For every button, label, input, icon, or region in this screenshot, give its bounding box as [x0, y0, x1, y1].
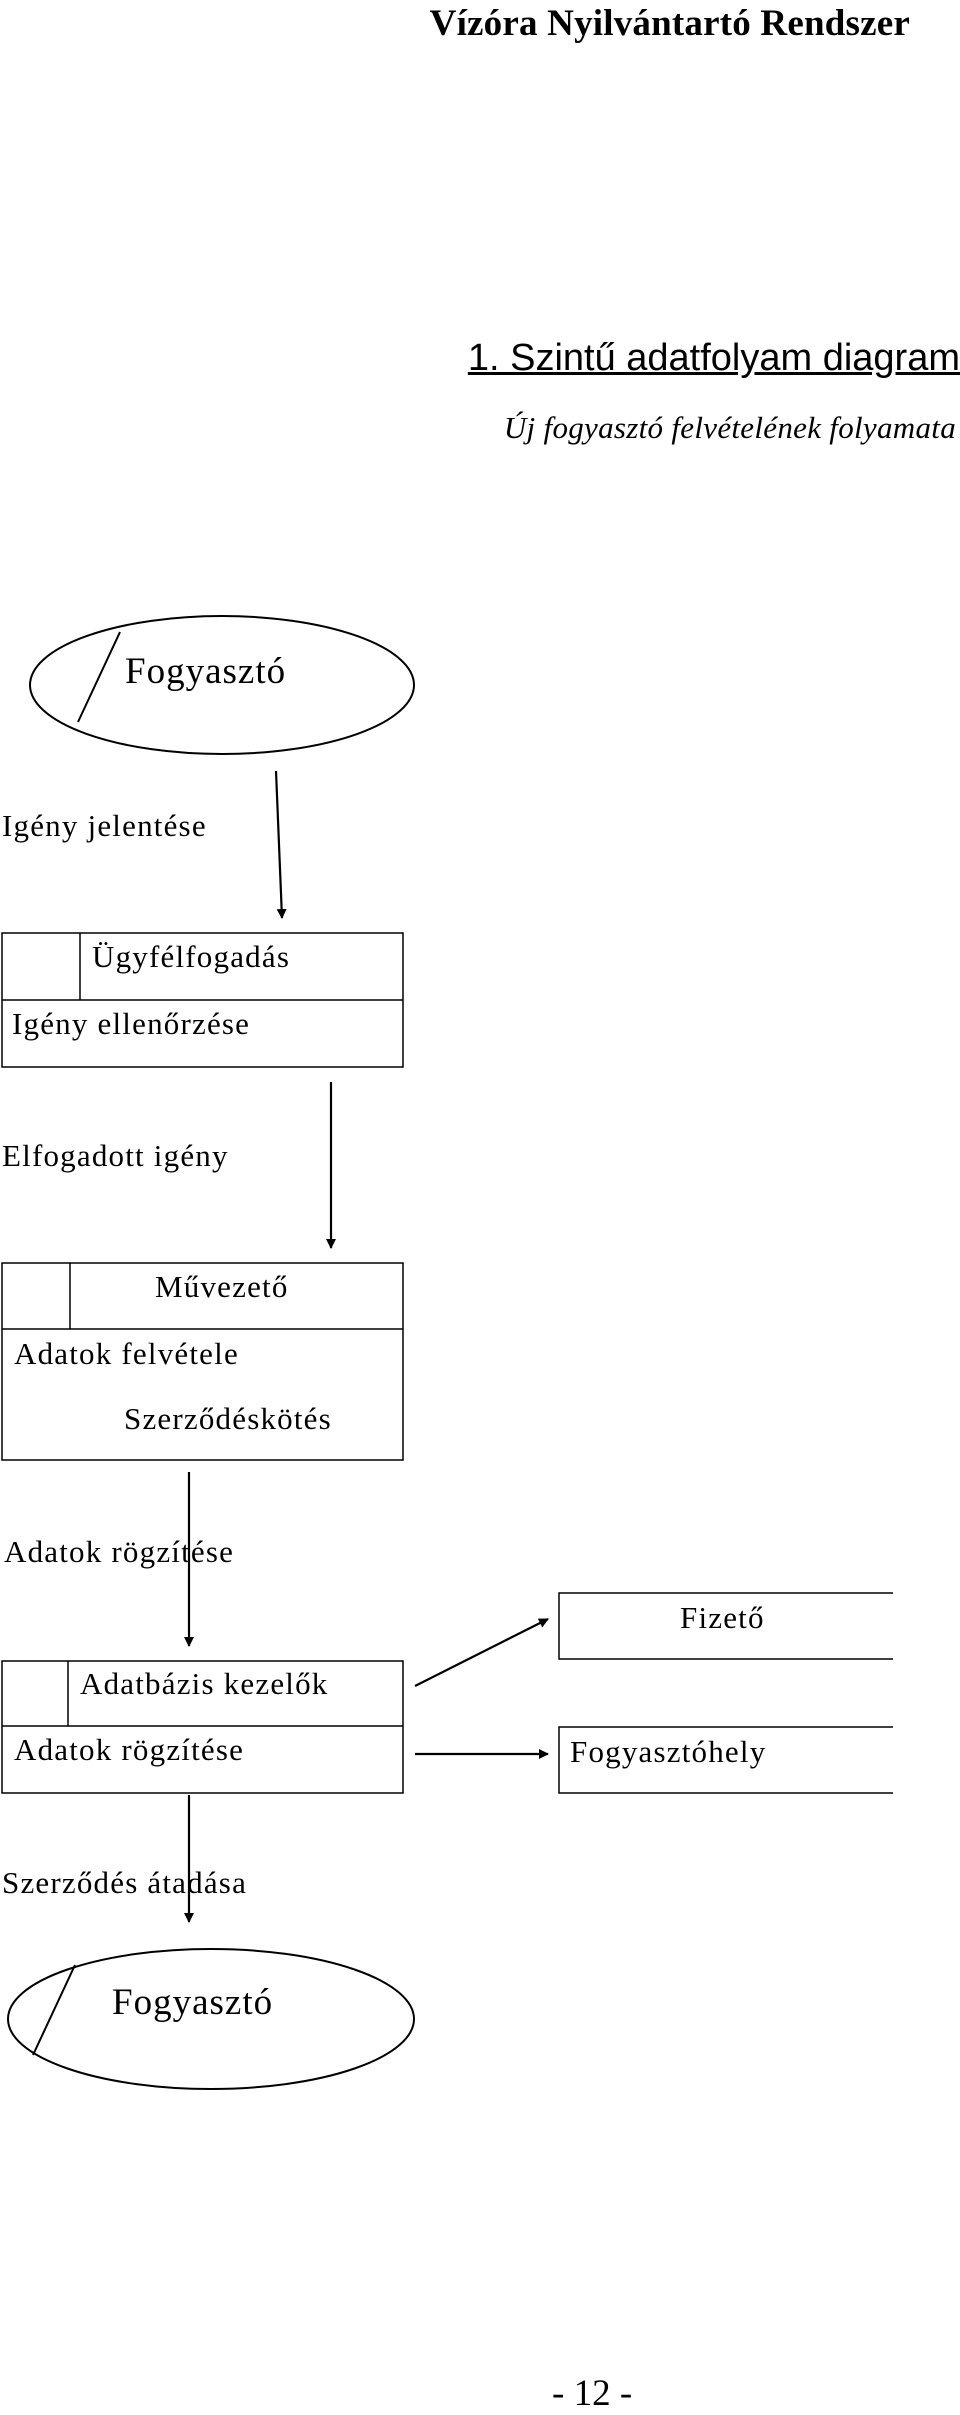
data-store-1: Fizető [558, 1592, 893, 1660]
process-1: Ügyfélfogadás Igény ellenőrzése [1, 932, 404, 1068]
entity-top-label: Fogyasztó [125, 651, 286, 692]
flow-4: Szerződés átadása [2, 1795, 247, 1923]
flow-3: Adatok rögzítése [4, 1472, 234, 1647]
flow-3-label: Adatok rögzítése [4, 1534, 234, 1569]
store-2-label: Fogyasztóhely [570, 1734, 766, 1769]
store-1-label: Fizető [680, 1600, 765, 1635]
flow-1: Igény jelentése [2, 770, 287, 919]
process-3-name: Adatok rögzítése [14, 1732, 244, 1767]
process-1-name: Igény ellenőrzése [12, 1006, 250, 1041]
entity-bottom-label: Fogyasztó [112, 1982, 273, 2023]
flow-4-label: Szerződés átadása [2, 1865, 247, 1900]
flow-1-label: Igény jelentése [2, 808, 207, 843]
flow-to-store-1 [414, 1618, 549, 1687]
external-entity-bottom: Fogyasztó [7, 1948, 415, 2090]
document-header: Vízóra Nyilvántartó Rendszer [429, 3, 910, 44]
process-2-extra: Szerződéskötés [124, 1401, 332, 1436]
external-entity-top: Fogyasztó [29, 615, 415, 755]
flow-2-label: Elfogadott igény [2, 1138, 229, 1173]
section-subtitle: Új fogyasztó felvételének folyamata [503, 410, 956, 445]
page-number: - 12 - [552, 2373, 633, 2414]
flow-2: Elfogadott igény [2, 1082, 336, 1249]
process-1-actor: Ügyfélfogadás [92, 939, 290, 974]
process-2-actor: Művezető [155, 1269, 289, 1304]
section-title: 1. Szintű adatfolyam diagram [467, 337, 960, 379]
process-2-name: Adatok felvétele [14, 1336, 239, 1371]
process-2: Művezető Adatok felvétele Szerződéskötés [1, 1262, 404, 1461]
process-3: Adatbázis kezelők Adatok rögzítése [1, 1660, 404, 1794]
data-store-2: Fogyasztóhely [558, 1726, 893, 1794]
process-3-actor: Adatbázis kezelők [80, 1666, 329, 1701]
